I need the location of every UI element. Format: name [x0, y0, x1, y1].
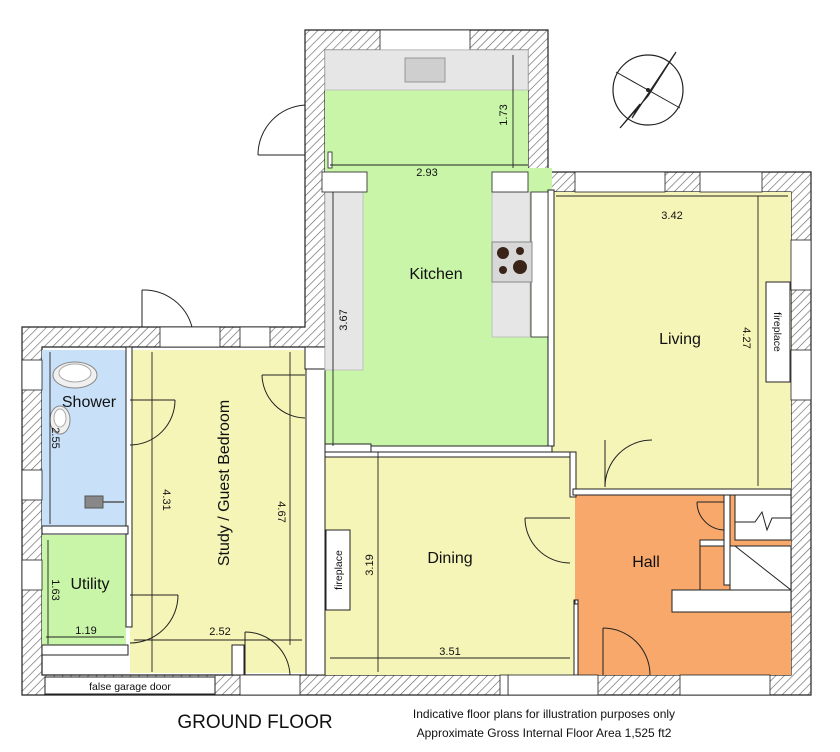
- kitchen-floor: [325, 90, 528, 168]
- dim-shower-depth: 2.55: [49, 427, 61, 448]
- compass-icon: [612, 51, 684, 129]
- dim-kitchen-width: 2.93: [416, 167, 437, 179]
- utility-floor: [42, 535, 126, 645]
- shower-fittings: [49, 361, 124, 509]
- dining-fireplace-label: fireplace: [333, 550, 345, 590]
- stairs: [699, 494, 792, 591]
- study-floor: [130, 350, 307, 673]
- dim-living-depth: 4.27: [740, 327, 752, 348]
- dim-study-left: 4.31: [160, 489, 172, 510]
- caption: GROUND FLOOR Indicative floor plans for …: [177, 707, 675, 740]
- sink: [404, 57, 446, 83]
- utility-label: Utility: [70, 576, 109, 593]
- living-fireplace: fireplace: [765, 281, 791, 383]
- dim-living-width: 3.42: [661, 210, 682, 222]
- false-garage-door: false garage door: [44, 676, 216, 695]
- garage-door-label: false garage door: [89, 681, 171, 693]
- door-swings: [129, 104, 725, 676]
- living-floor: [552, 192, 791, 489]
- study-label: Study / Guest Bedroom: [216, 400, 233, 566]
- dim-kitchen-depth: 3.67: [338, 309, 350, 330]
- hall-label: Hall: [632, 554, 660, 571]
- dim-dining-depth: 3.19: [364, 554, 376, 575]
- dim-study-right: 4.67: [275, 501, 287, 522]
- shower-label: Shower: [62, 394, 117, 411]
- kitchen-label: Kitchen: [409, 266, 462, 283]
- floor-title: GROUND FLOOR: [177, 712, 332, 733]
- living-fireplace-label: fireplace: [771, 312, 783, 352]
- living-label: Living: [659, 331, 701, 348]
- dimension-labels: 1.73 2.93 3.67 3.42 4.27 3.19 3.51 4.31 …: [49, 104, 752, 658]
- dining-floor: [325, 452, 575, 675]
- dining-fireplace: fireplace: [325, 529, 351, 611]
- dim-study-width: 2.52: [209, 626, 230, 638]
- dim-kitchen-top: 1.73: [498, 104, 510, 125]
- internal-walls: [41, 189, 792, 676]
- dim-dining-width: 3.51: [439, 646, 460, 658]
- dimension-lines: [46, 55, 788, 672]
- hob: [491, 241, 533, 283]
- room-labels: Kitchen Living Dining Hall Study / Guest…: [62, 266, 701, 593]
- disclaimer-line: Indicative floor plans for illustration …: [413, 707, 675, 721]
- dining-label: Dining: [427, 550, 472, 567]
- dim-utility-width: 1.19: [75, 625, 96, 637]
- windows: [21, 29, 812, 696]
- area-line: Approximate Gross Internal Floor Area 1,…: [417, 726, 672, 740]
- dim-utility-depth: 1.63: [49, 579, 61, 600]
